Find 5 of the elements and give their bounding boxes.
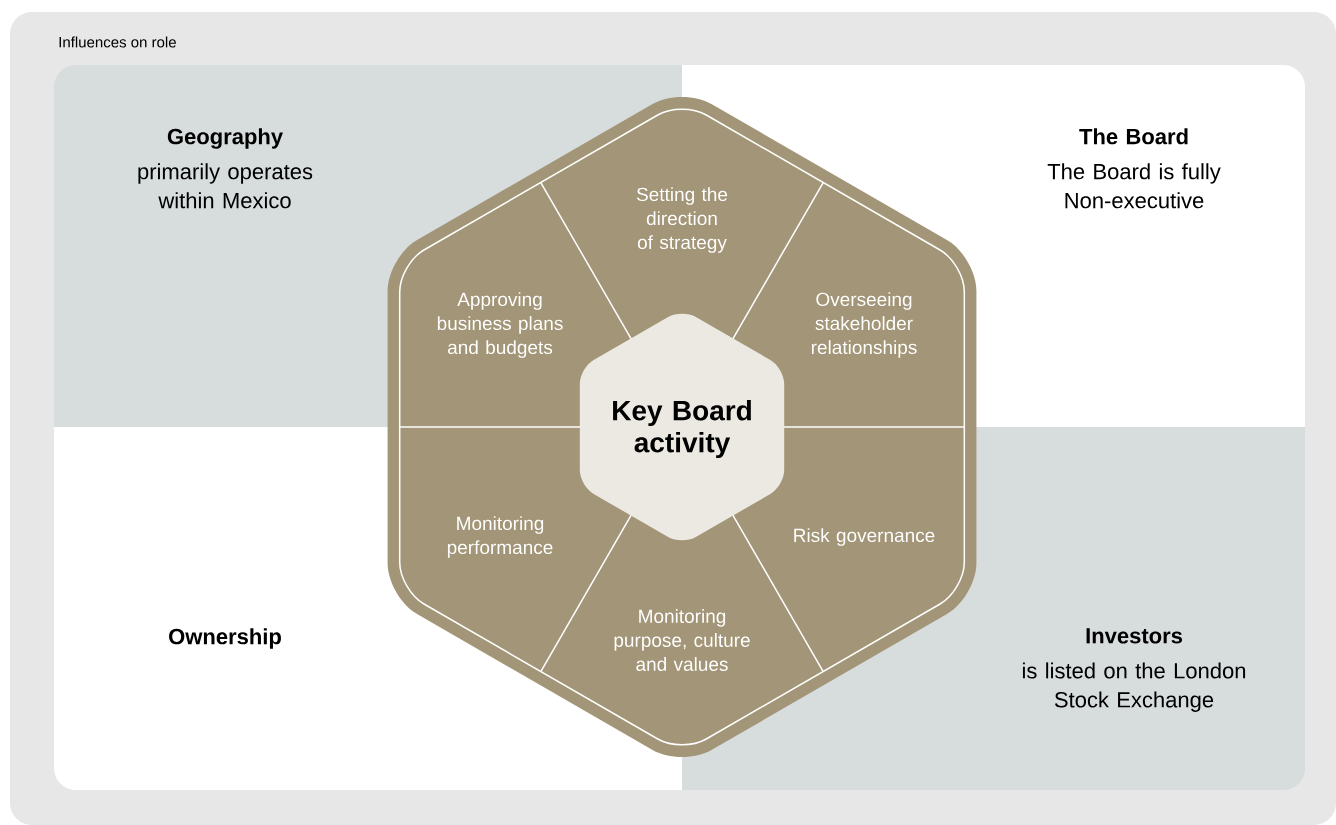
activity-label: Approving business plans and budgets <box>437 292 563 358</box>
center-hexagon: Key Board activity <box>579 313 785 541</box>
activity-label: Risk governance <box>794 528 935 546</box>
activity-label: Overseeing stakeholder relationships <box>811 292 917 358</box>
activity-label: Monitoring performance <box>447 516 553 558</box>
